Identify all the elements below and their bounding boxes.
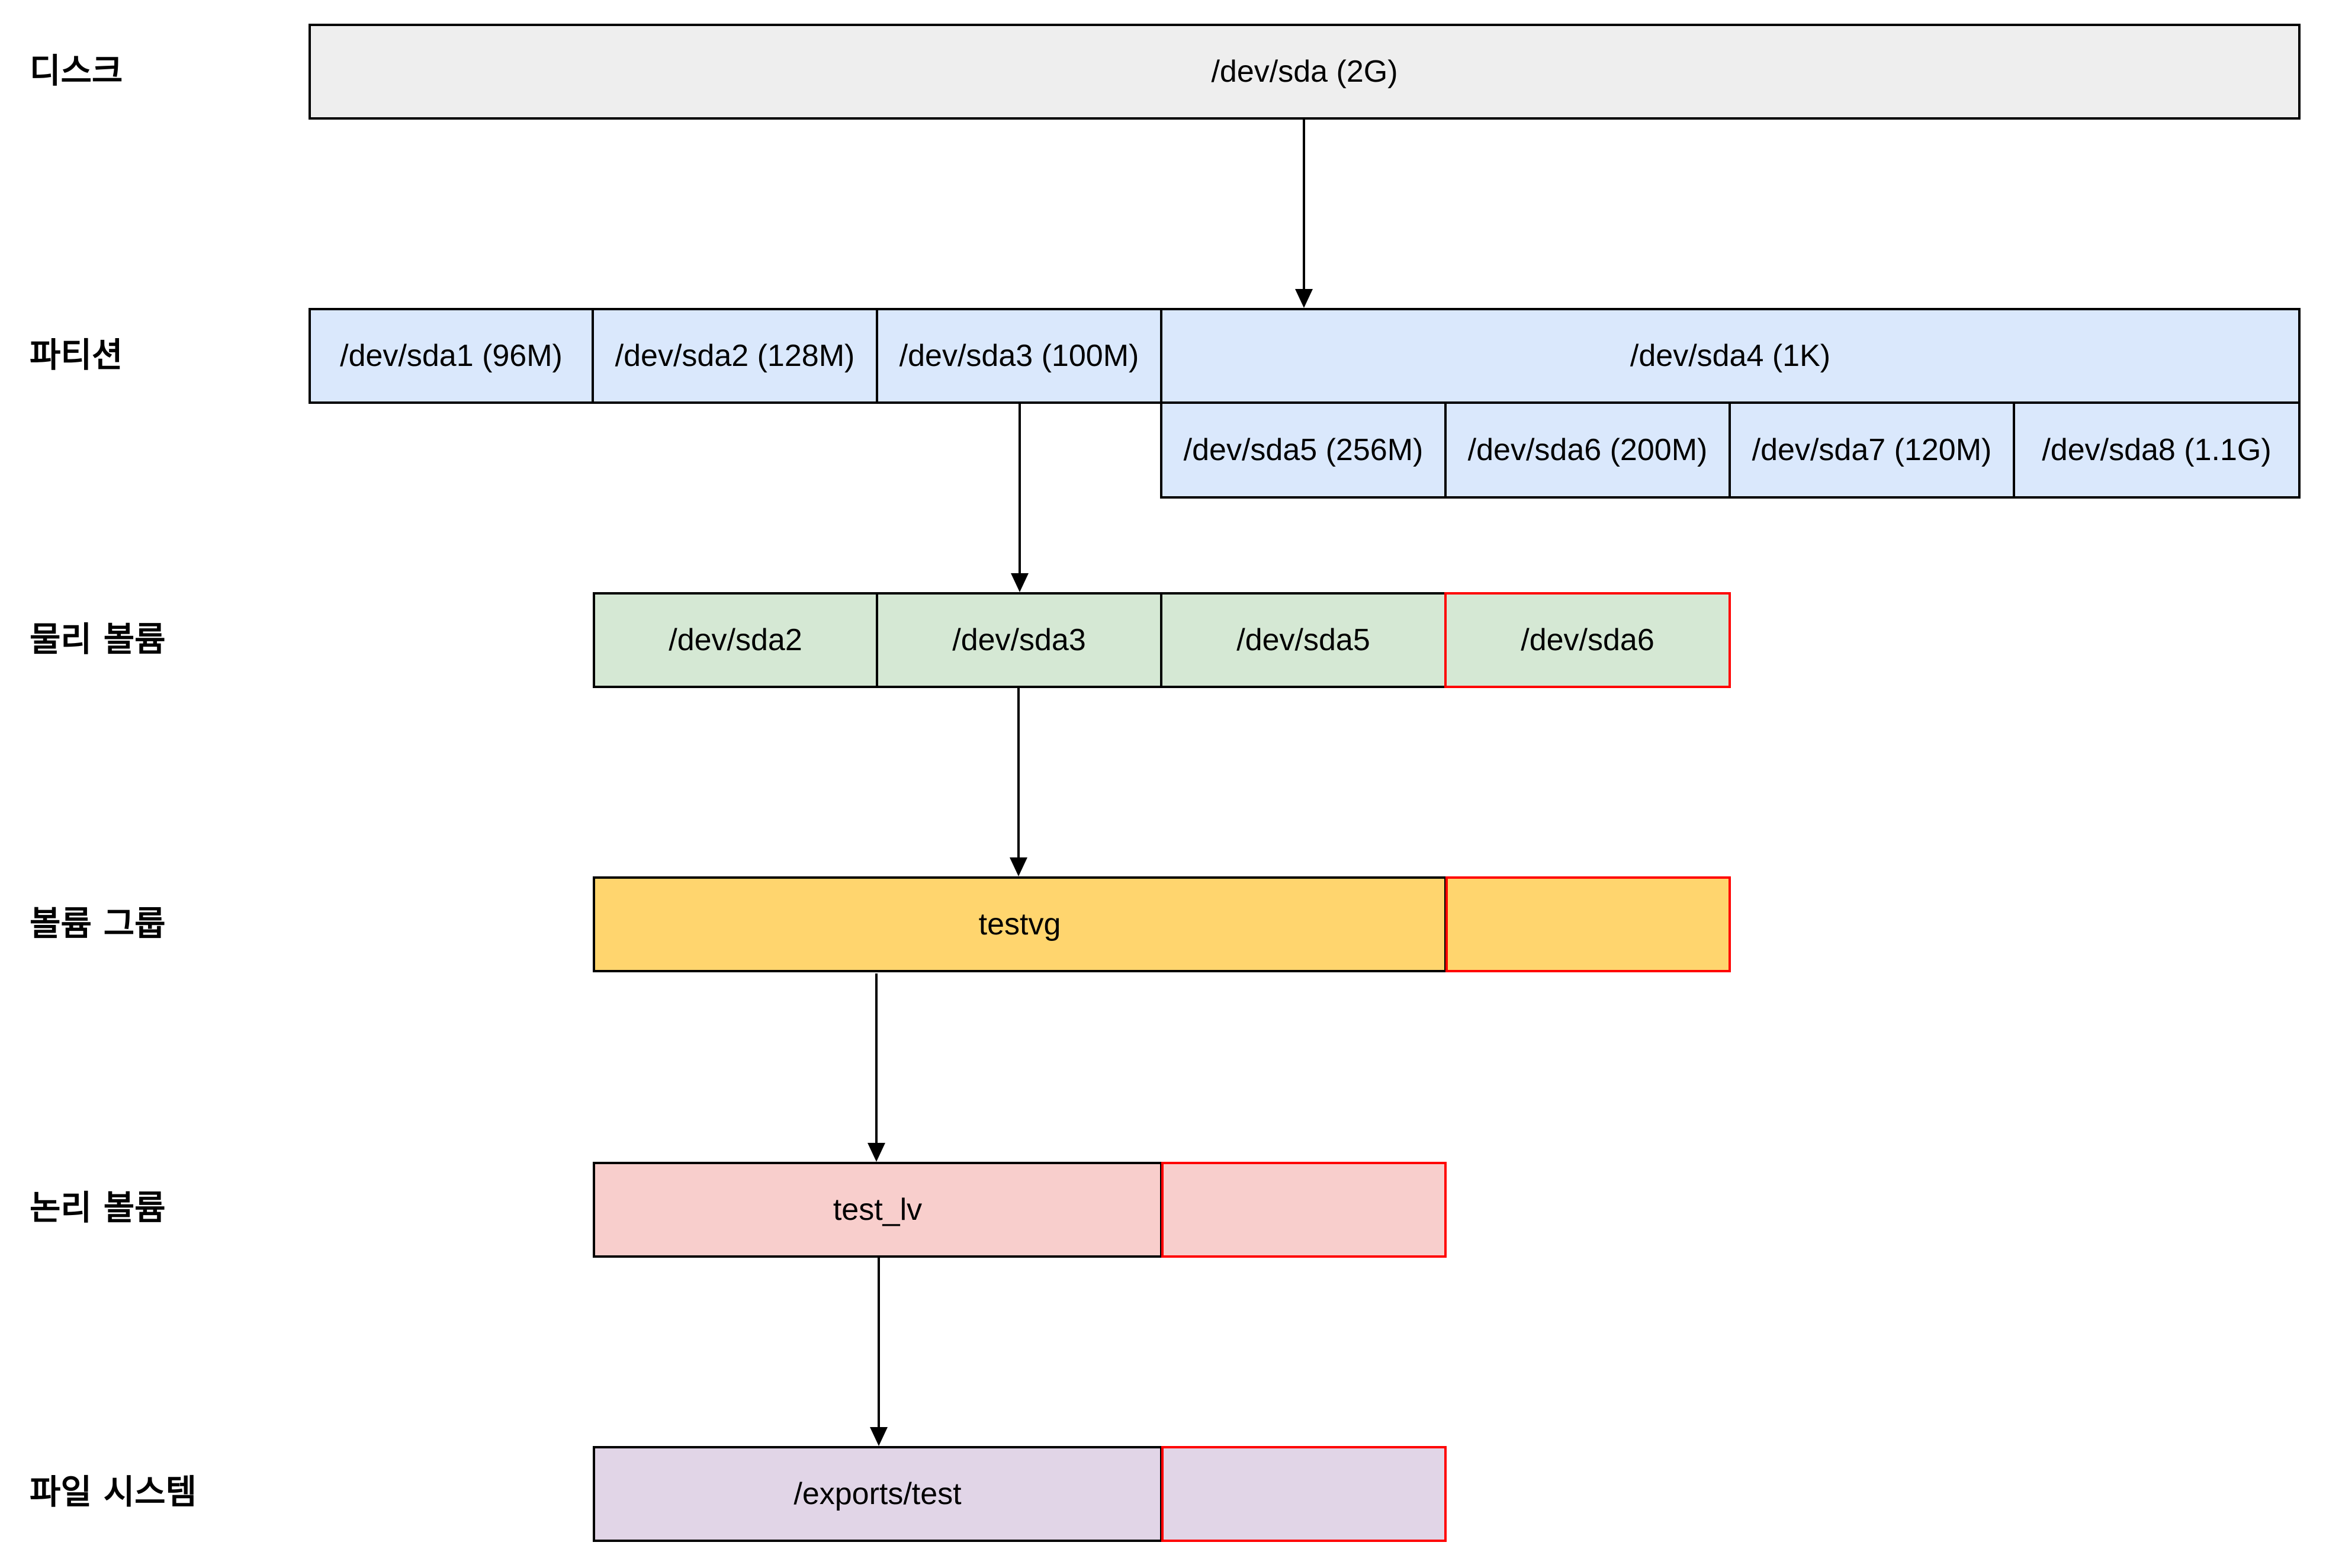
label-file-system: 파일 시스템 bbox=[30, 1473, 197, 1512]
pv-sda5: /dev/sda5 bbox=[1160, 592, 1447, 688]
arrowhead-pv-to-vg bbox=[1010, 857, 1027, 876]
label-disk: 디스크 bbox=[30, 52, 123, 91]
partition-sda3: /dev/sda3 (100M) bbox=[876, 308, 1162, 404]
fs-extension bbox=[1161, 1446, 1447, 1542]
partition-sda4-extended: /dev/sda4 (1K) bbox=[1160, 308, 2301, 404]
label-logical-volume: 논리 볼륨 bbox=[30, 1188, 166, 1228]
partition-sda8: /dev/sda8 (1.1G) bbox=[2013, 401, 2301, 499]
fs-exports-test: /exports/test bbox=[593, 1446, 1162, 1542]
lv-extension bbox=[1161, 1162, 1447, 1258]
disk-sda: /dev/sda (2G) bbox=[309, 24, 2301, 120]
arrowhead-disk-to-partition bbox=[1295, 289, 1313, 308]
pv-sda2: /dev/sda2 bbox=[593, 592, 878, 688]
arrowhead-lv-to-fs bbox=[870, 1427, 888, 1446]
partition-sda5: /dev/sda5 (256M) bbox=[1160, 401, 1447, 499]
vg-testvg: testvg bbox=[593, 876, 1447, 972]
vg-extension bbox=[1445, 876, 1731, 972]
label-volume-group: 볼륨 그룹 bbox=[30, 904, 166, 943]
partition-sda7: /dev/sda7 (120M) bbox=[1729, 401, 2015, 499]
partition-sda6: /dev/sda6 (200M) bbox=[1444, 401, 1731, 499]
partition-sda1: /dev/sda1 (96M) bbox=[309, 308, 594, 404]
pv-sda6-added: /dev/sda6 bbox=[1444, 592, 1731, 688]
arrowhead-partition-to-pv bbox=[1011, 573, 1029, 592]
label-physical-volume: 물리 볼륨 bbox=[30, 620, 166, 659]
lv-test-lv: test_lv bbox=[593, 1162, 1162, 1258]
pv-sda3: /dev/sda3 bbox=[876, 592, 1162, 688]
partition-sda2: /dev/sda2 (128M) bbox=[592, 308, 878, 404]
label-partition: 파티션 bbox=[30, 336, 123, 375]
arrowhead-vg-to-lv bbox=[868, 1143, 885, 1162]
